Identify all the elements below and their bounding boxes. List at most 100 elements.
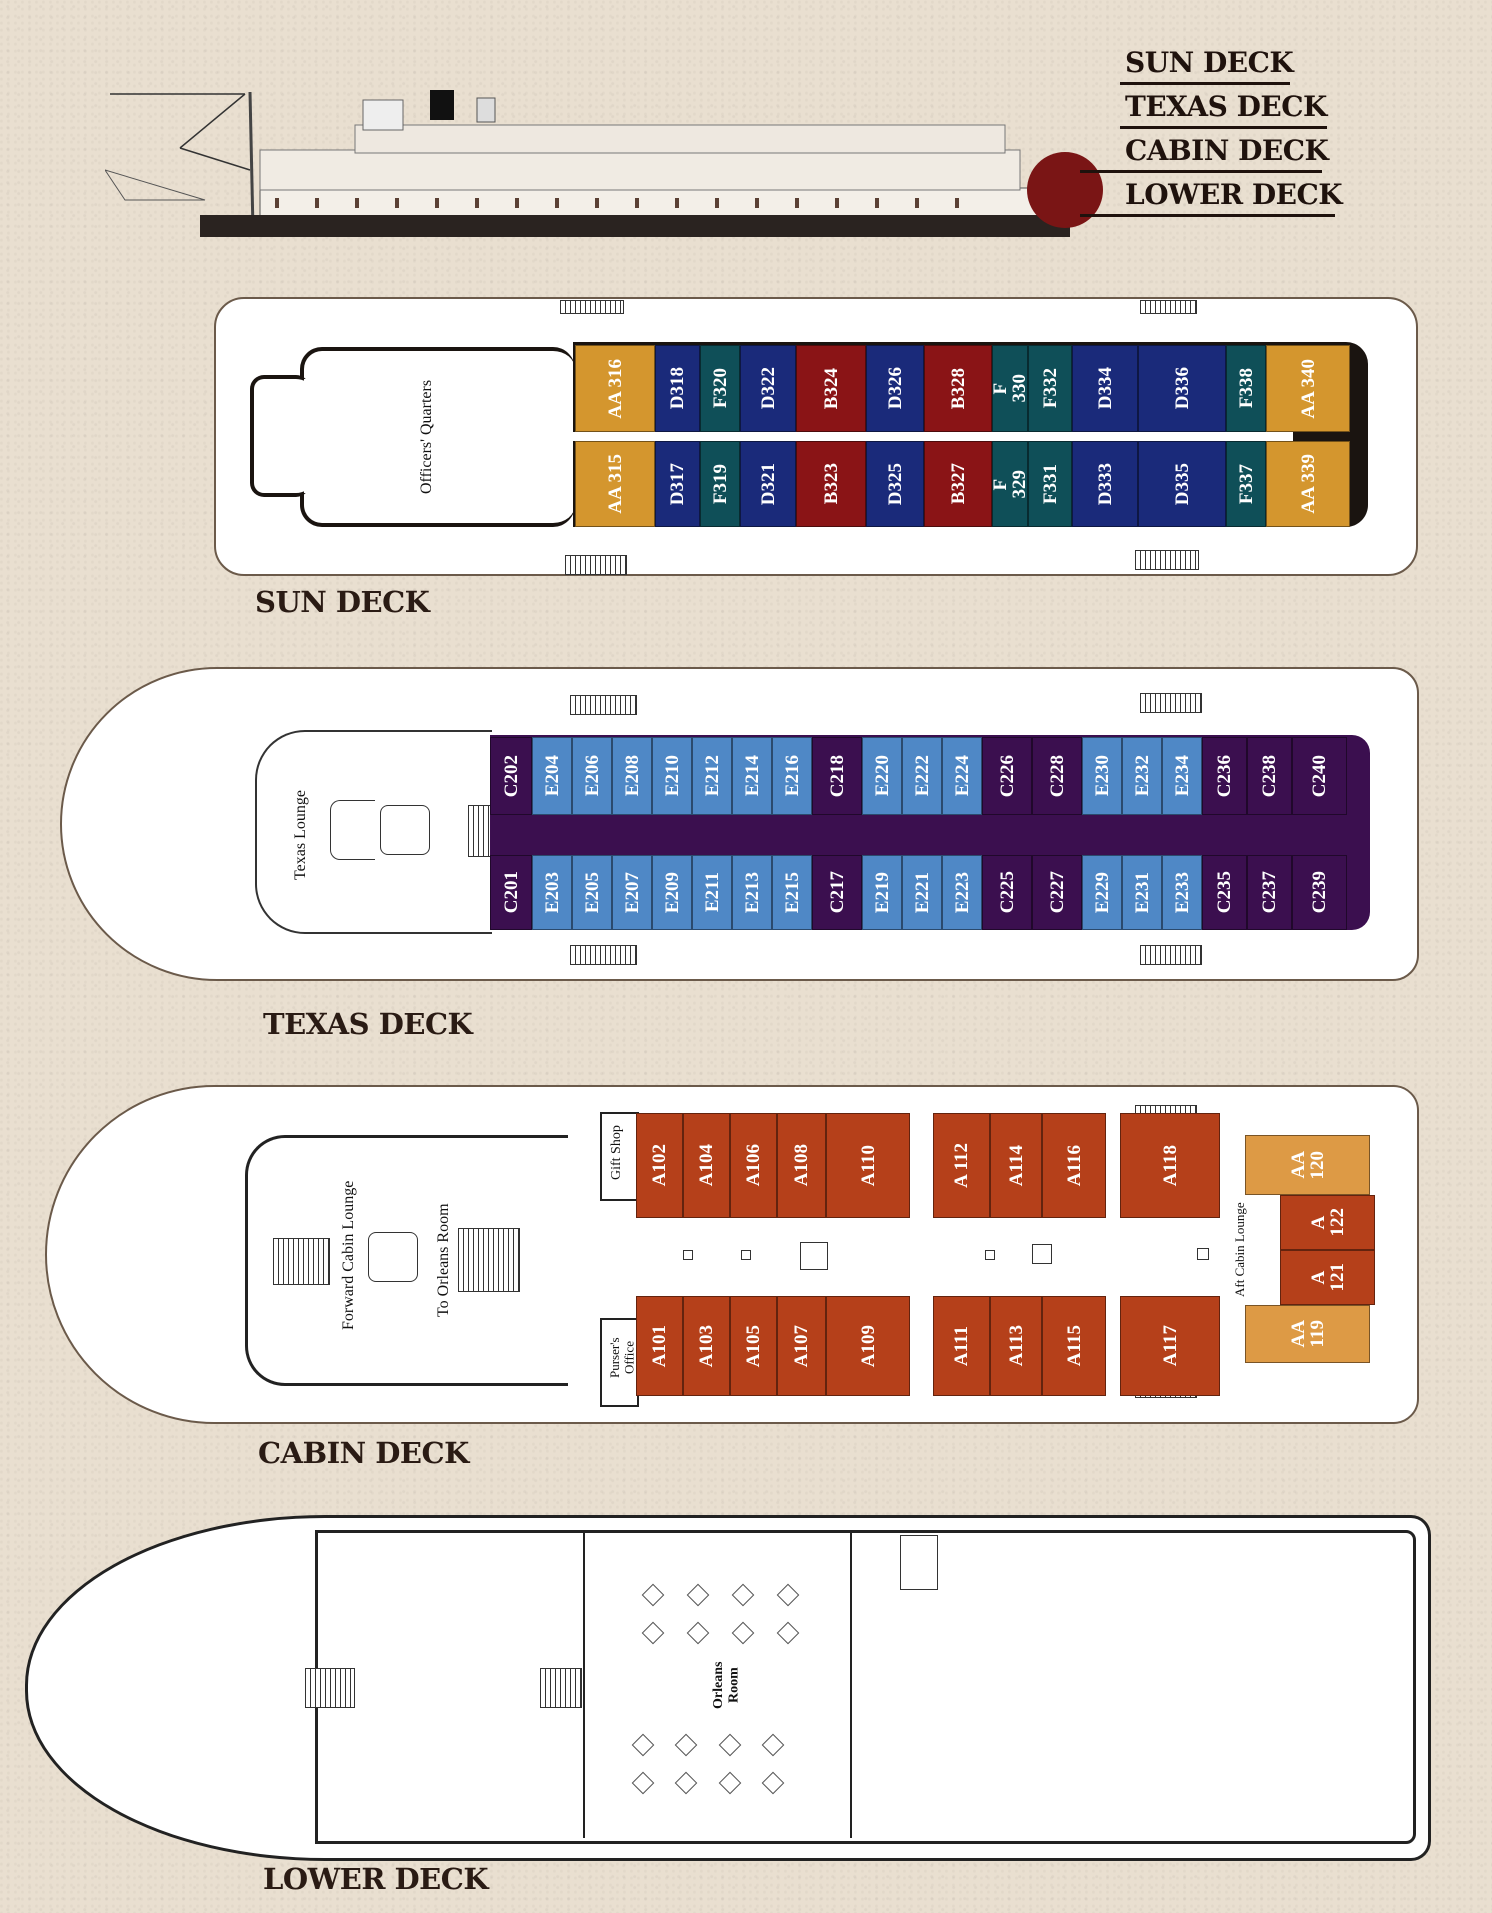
cabin-label: D326 xyxy=(884,367,906,410)
cabin-e214[interactable]: E214 xyxy=(732,737,772,815)
cabin-a115[interactable]: A115 xyxy=(1042,1296,1106,1396)
cabin-label: A 112 xyxy=(951,1143,972,1188)
cabin-aa339[interactable]: AA 339 xyxy=(1266,441,1350,527)
cabin-f319[interactable]: F319 xyxy=(700,441,740,527)
cabin-e215[interactable]: E215 xyxy=(772,855,812,930)
cabin-e204[interactable]: E204 xyxy=(532,737,572,815)
cabin-e208[interactable]: E208 xyxy=(612,737,652,815)
cabin-c226[interactable]: C226 xyxy=(982,737,1032,815)
cabin-a102[interactable]: A102 xyxy=(636,1113,683,1218)
cabin-a110[interactable]: A110 xyxy=(826,1113,910,1218)
cabin-a116[interactable]: A116 xyxy=(1042,1113,1106,1218)
cabin-e220[interactable]: E220 xyxy=(862,737,902,815)
cabin-c240[interactable]: C240 xyxy=(1292,737,1347,815)
cabin-label: E208 xyxy=(621,755,643,797)
cabin-a104[interactable]: A104 xyxy=(683,1113,730,1218)
cabin-a121[interactable]: A 121 xyxy=(1280,1250,1375,1305)
cabin-d325[interactable]: D325 xyxy=(866,441,924,527)
cabin-e206[interactable]: E206 xyxy=(572,737,612,815)
cabin-f337[interactable]: F337 xyxy=(1226,441,1266,527)
texas-stairs-top-fwd xyxy=(570,695,637,715)
cabin-f329[interactable]: F 329 xyxy=(990,441,1030,527)
cabin-label: F 330 xyxy=(990,374,1030,403)
cabin-c228[interactable]: C228 xyxy=(1032,737,1082,815)
cabin-d321[interactable]: D321 xyxy=(740,441,796,527)
cabin-aa340[interactable]: AA 340 xyxy=(1266,345,1350,432)
cabin-c225[interactable]: C225 xyxy=(982,855,1032,930)
cabin-e212[interactable]: E212 xyxy=(692,737,732,815)
cabin-a122[interactable]: A 122 xyxy=(1280,1195,1375,1250)
cabin-e229[interactable]: E229 xyxy=(1082,855,1122,930)
cabin-a109[interactable]: A109 xyxy=(826,1296,910,1396)
cabin-label: E209 xyxy=(661,871,683,914)
cabin-e234[interactable]: E234 xyxy=(1162,737,1202,815)
cabin-aa315[interactable]: AA 315 xyxy=(575,441,655,527)
cabin-c237[interactable]: C237 xyxy=(1247,855,1292,930)
cabin-f332[interactable]: F332 xyxy=(1028,345,1072,432)
cabin-e211[interactable]: E211 xyxy=(692,855,732,930)
cabin-b324[interactable]: B324 xyxy=(796,345,866,432)
cabin-d335[interactable]: D335 xyxy=(1138,441,1226,527)
cabin-f330[interactable]: F 330 xyxy=(990,345,1030,432)
cabin-a101[interactable]: A101 xyxy=(636,1296,683,1396)
cabin-c201[interactable]: C201 xyxy=(490,855,532,930)
cabin-d333[interactable]: D333 xyxy=(1072,441,1138,527)
cabin-c202[interactable]: C202 xyxy=(490,737,532,815)
cabin-c235[interactable]: C235 xyxy=(1202,855,1247,930)
cabin-label: F337 xyxy=(1235,463,1257,505)
cabin-c217[interactable]: C217 xyxy=(812,855,862,930)
cabin-e222[interactable]: E222 xyxy=(902,737,942,815)
cabin-d326[interactable]: D326 xyxy=(866,345,924,432)
cabin-c218[interactable]: C218 xyxy=(812,737,862,815)
cabin-e209[interactable]: E209 xyxy=(652,855,692,930)
cabin-a118[interactable]: A118 xyxy=(1120,1113,1220,1218)
cabin-a114[interactable]: A114 xyxy=(990,1113,1042,1218)
cabin-e203[interactable]: E203 xyxy=(532,855,572,930)
cabin-f331[interactable]: F331 xyxy=(1028,441,1072,527)
texas-deck-title: TEXAS DECK xyxy=(263,1007,473,1041)
cabin-e216[interactable]: E216 xyxy=(772,737,812,815)
cabin-c227[interactable]: C227 xyxy=(1032,855,1082,930)
cabin-aa119[interactable]: AA 119 xyxy=(1245,1305,1370,1363)
cabin-b328[interactable]: B328 xyxy=(924,345,992,432)
cabin-e221[interactable]: E221 xyxy=(902,855,942,930)
cabin-aa120[interactable]: AA 120 xyxy=(1245,1135,1370,1195)
cabin-f338[interactable]: F338 xyxy=(1226,345,1266,432)
cabin-a112[interactable]: A 112 xyxy=(933,1113,990,1218)
cabin-e210[interactable]: E210 xyxy=(652,737,692,815)
cabin-a103[interactable]: A103 xyxy=(683,1296,730,1396)
cabin-d322[interactable]: D322 xyxy=(740,345,796,432)
cabin-e223[interactable]: E223 xyxy=(942,855,982,930)
cabin-d336[interactable]: D336 xyxy=(1138,345,1226,432)
sun-stairs-top xyxy=(560,300,624,314)
cabin-e230[interactable]: E230 xyxy=(1082,737,1122,815)
cabin-label: D322 xyxy=(757,367,779,410)
cabin-a108[interactable]: A108 xyxy=(777,1113,826,1218)
cabin-a107[interactable]: A107 xyxy=(777,1296,826,1396)
cabin-b323[interactable]: B323 xyxy=(796,441,866,527)
cabin-aa316[interactable]: AA 316 xyxy=(575,345,655,432)
cabin-e224[interactable]: E224 xyxy=(942,737,982,815)
cabin-e207[interactable]: E207 xyxy=(612,855,652,930)
orleans-room xyxy=(583,1530,852,1838)
cabin-e233[interactable]: E233 xyxy=(1162,855,1202,930)
cabin-a117[interactable]: A117 xyxy=(1120,1296,1220,1396)
cabin-c236[interactable]: C236 xyxy=(1202,737,1247,815)
texas-lounge-bar-counter xyxy=(330,800,375,860)
cabin-e232[interactable]: E232 xyxy=(1122,737,1162,815)
cabin-e213[interactable]: E213 xyxy=(732,855,772,930)
cabin-d334[interactable]: D334 xyxy=(1072,345,1138,432)
cabin-e205[interactable]: E205 xyxy=(572,855,612,930)
cabin-e231[interactable]: E231 xyxy=(1122,855,1162,930)
cabin-c238[interactable]: C238 xyxy=(1247,737,1292,815)
cabin-f320[interactable]: F320 xyxy=(700,345,740,432)
cabin-d318[interactable]: D318 xyxy=(655,345,700,432)
cabin-a105[interactable]: A105 xyxy=(730,1296,777,1396)
cabin-c239[interactable]: C239 xyxy=(1292,855,1347,930)
cabin-d317[interactable]: D317 xyxy=(655,441,700,527)
cabin-a113[interactable]: A113 xyxy=(990,1296,1042,1396)
cabin-a111[interactable]: A111 xyxy=(933,1296,990,1396)
cabin-a106[interactable]: A106 xyxy=(730,1113,777,1218)
cabin-b327[interactable]: B327 xyxy=(924,441,992,527)
cabin-e219[interactable]: E219 xyxy=(862,855,902,930)
